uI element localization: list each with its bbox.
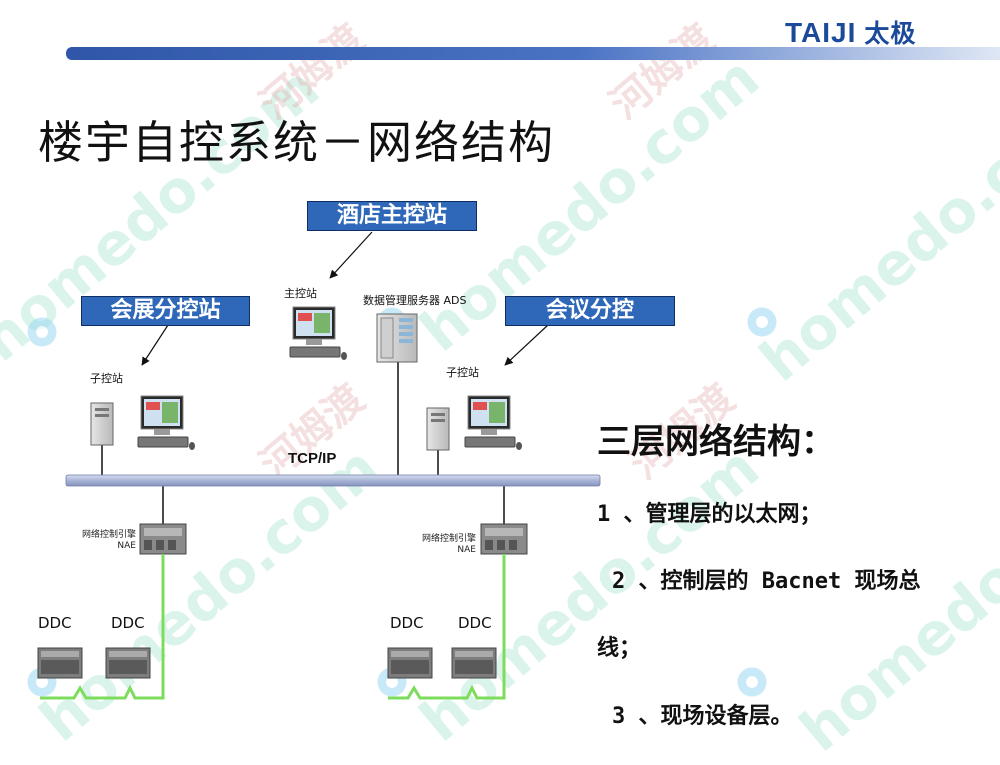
- label-nae-left: 网络控制引擎 NAE: [68, 530, 136, 552]
- ddc-module-4-icon: [451, 647, 497, 679]
- label-nae-left-line1: 网络控制引擎: [81, 530, 136, 540]
- nae-left-device-icon: [139, 523, 187, 555]
- label-ddc-2: DDC: [111, 614, 145, 632]
- label-nae-right-line2: NAE: [457, 545, 476, 555]
- label-main-station: 主控站: [284, 287, 317, 300]
- label-nae-right: 网络控制引擎 NAE: [406, 534, 476, 556]
- label-nae-left-line2: NAE: [117, 541, 136, 551]
- arrow-conference: [504, 324, 549, 366]
- left-tower-icon: [90, 402, 114, 446]
- data-server-icon: [376, 313, 418, 363]
- structure-item-2: 2 、控制层的 Bacnet 现场总: [612, 569, 921, 594]
- structure-heading: 三层网络结构：: [597, 422, 835, 462]
- ddc-module-2-icon: [105, 647, 151, 679]
- main-station-pc-icon: [289, 306, 347, 360]
- tcpip-bus: [65, 474, 601, 487]
- ddc-module-1-icon: [37, 647, 83, 679]
- label-nae-right-line1: 网络控制引擎: [421, 534, 476, 544]
- logo-brand-cn: 太极: [864, 19, 917, 48]
- arrow-exhibition: [141, 324, 169, 366]
- structure-item-3: 3 、现场设备层。: [612, 704, 793, 729]
- header-bar: [66, 47, 1000, 60]
- field-bus-right: [388, 554, 506, 700]
- label-exhibition-station: 会展分控站: [81, 296, 250, 326]
- label-data-server: 数据管理服务器 ADS: [363, 294, 467, 307]
- label-hotel-main-station: 酒店主控站: [307, 201, 477, 231]
- left-substation-pc-icon: [137, 395, 195, 450]
- label-tcpip: TCP/IP: [288, 450, 337, 467]
- field-bus-left: [40, 554, 165, 700]
- structure-item-2-cont: 线；: [597, 636, 642, 661]
- label-ddc-3: DDC: [390, 614, 424, 632]
- arrow-hotel-main: [329, 231, 373, 279]
- nae-right-device-icon: [480, 523, 528, 555]
- label-ddc-4: DDC: [458, 614, 492, 632]
- structure-item-1: 1 、管理层的以太网；: [597, 502, 822, 527]
- label-sub-station-right: 子控站: [446, 366, 479, 379]
- right-tower-icon: [426, 407, 450, 451]
- label-conference-station: 会议分控: [505, 296, 675, 326]
- page-title: 楼宇自控系统－网络结构: [38, 116, 556, 169]
- ddc-module-3-icon: [387, 647, 433, 679]
- logo-brand: TAIJI: [785, 17, 857, 48]
- label-ddc-1: DDC: [38, 614, 72, 632]
- label-sub-station-left: 子控站: [90, 372, 123, 385]
- right-substation-pc-icon: [464, 395, 522, 450]
